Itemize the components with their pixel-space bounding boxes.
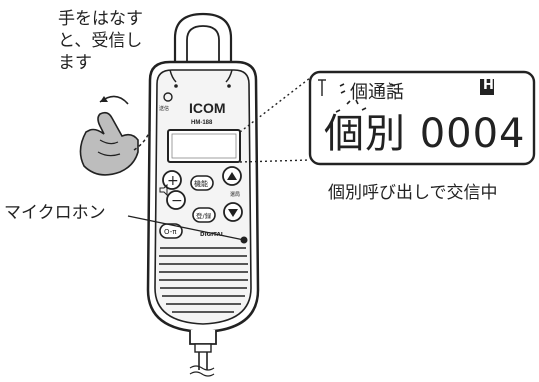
svg-text:選局: 選局 [230,191,240,198]
zoom-display-header: 個通話 [350,82,404,103]
release-instruction: 手をはなす と、受信し ます [58,8,143,74]
mic-model: HM-188 [191,120,213,126]
svg-text:O-π: O-π [164,228,177,236]
svg-text:送信: 送信 [159,105,169,112]
instruction-line: と、受信し [58,31,143,51]
instruction-line: 手をはなす [58,9,143,29]
svg-text:−: − [171,193,183,209]
display-caption: 個別呼び出しで交信中 [328,183,498,203]
mic-hanger [173,12,233,62]
power-indicator: H [483,78,494,93]
mic-lcd [167,129,241,163]
zoom-display [308,70,536,166]
svg-text:DIGITAL: DIGITAL [200,232,225,238]
mic-keypad: + − 機能 選局 登/録 O-π DIGITAL [159,166,243,239]
zoom-display-main: 個別 0004 [324,111,526,157]
svg-text:機能: 機能 [194,179,208,188]
microphone-label: マイクロホン [4,203,106,223]
svg-text:登/録: 登/録 [196,211,212,220]
mic-cable [189,330,217,377]
hand-icon [79,111,151,176]
status-led-icon [163,92,173,102]
svg-text:+: + [167,173,179,189]
power-indicator-box [480,79,494,95]
speaker-grille [159,247,248,313]
instruction-line: ます [58,53,92,73]
antenna-icon [318,79,326,96]
mic-brand: ICOM [189,100,226,116]
